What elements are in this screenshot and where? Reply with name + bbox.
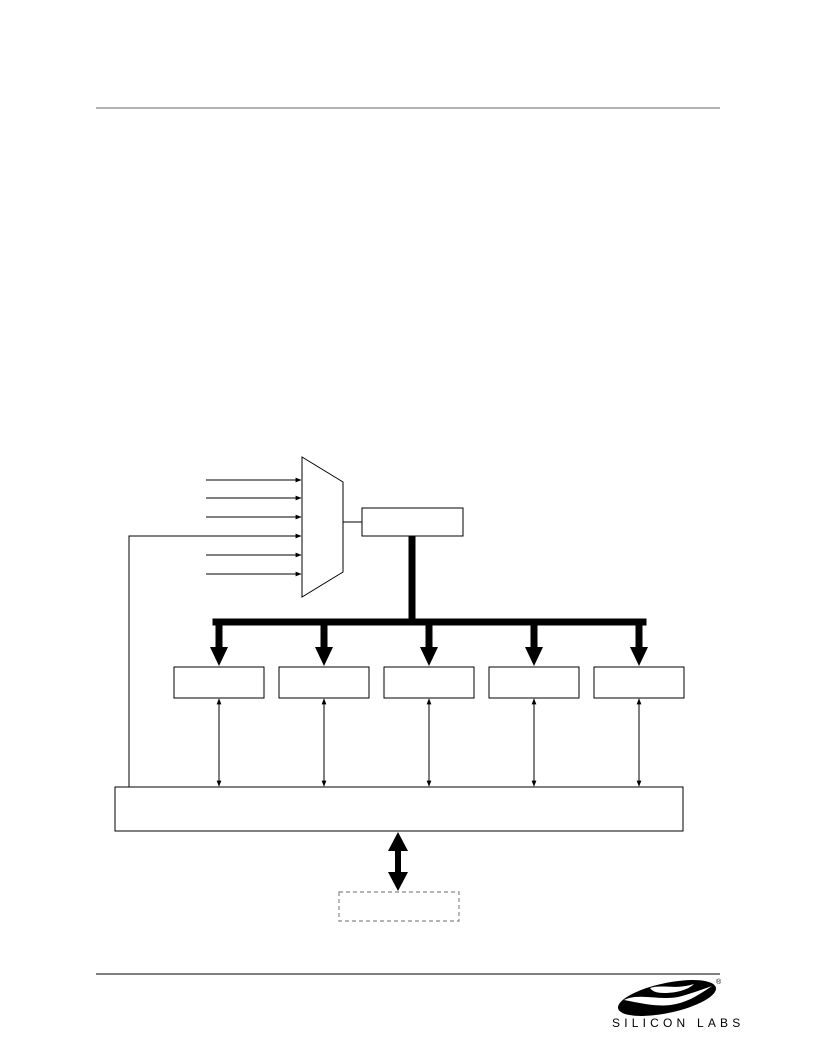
bus-branch-arrow	[525, 622, 543, 666]
peripheral-block	[173, 666, 265, 699]
peripheral-blocks	[173, 666, 685, 699]
register-block	[361, 507, 464, 537]
thick-bidirectional-arrow	[388, 832, 408, 891]
bus-branch-arrow	[420, 622, 438, 666]
peripheral-block	[488, 666, 580, 699]
bus-branches	[210, 622, 648, 666]
peripheral-block	[383, 666, 475, 699]
peripheral-block	[593, 666, 685, 699]
optional-block	[338, 891, 460, 922]
bus-branch-arrow	[630, 622, 648, 666]
mux-inputs	[206, 477, 302, 577]
peripheral-block	[278, 666, 370, 699]
peripheral-links	[216, 698, 642, 787]
bus-branch-arrow	[210, 622, 228, 666]
system-bus-block	[114, 786, 684, 832]
silicon-labs-logo-icon	[617, 980, 717, 1016]
registered-mark: ®	[716, 979, 722, 986]
multiplexer	[301, 456, 344, 598]
bus-branch-arrow	[315, 622, 333, 666]
company-logo-text: SILICON LABS	[612, 1016, 745, 1030]
feedback-path	[128, 533, 302, 787]
